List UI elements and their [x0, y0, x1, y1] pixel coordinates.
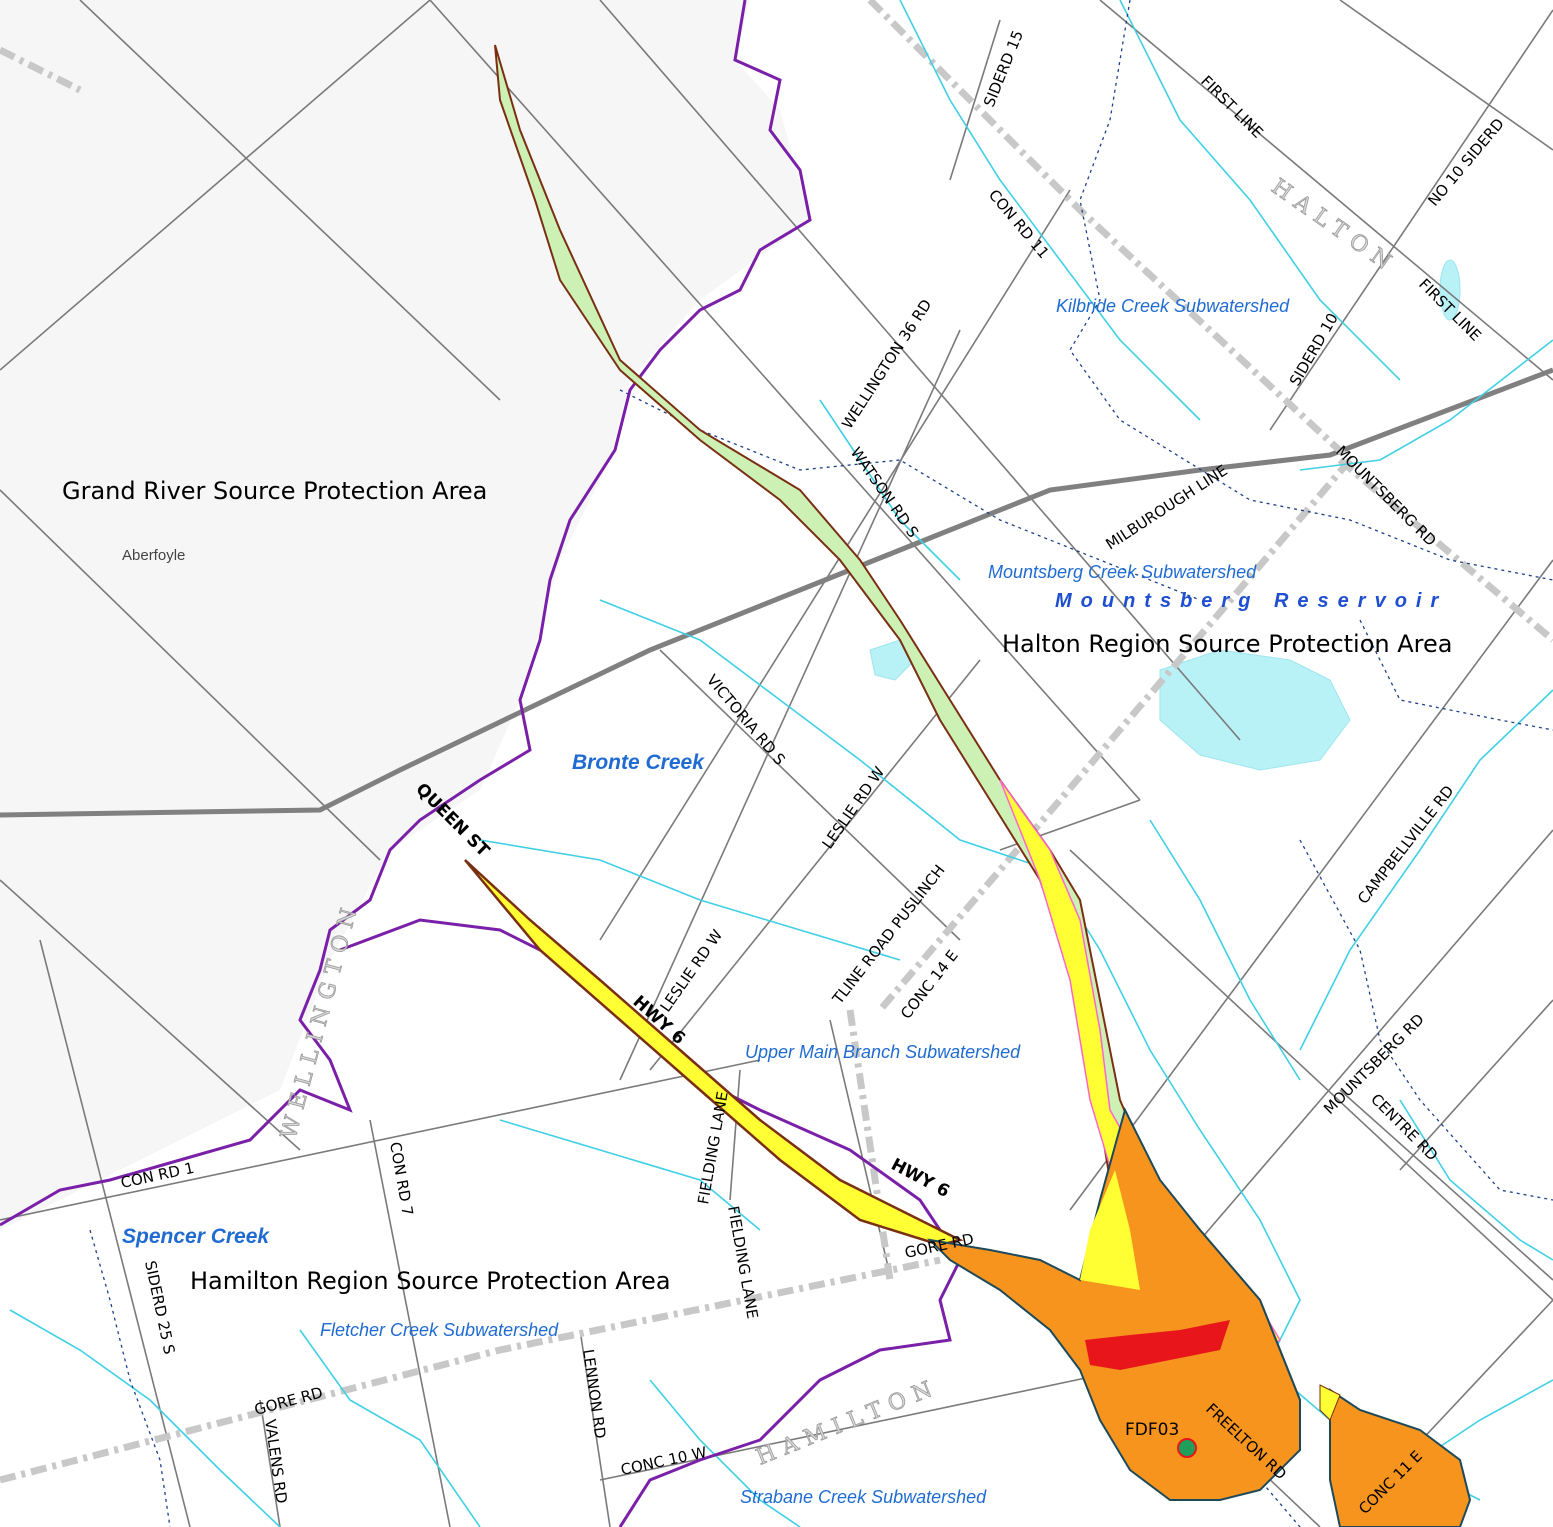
hamilton-boundary [0, 1256, 941, 1484]
zone-yellow-inner [1080, 1170, 1140, 1290]
wellhead-protection-zones [464, 44, 1472, 1527]
river [1299, 339, 1553, 471]
road [599, 189, 1071, 941]
zone-orange-secondary [1329, 1388, 1472, 1527]
road [619, 329, 961, 1081]
road [1339, 1089, 1553, 1281]
grand-river-area-tint [0, 0, 810, 1230]
river [1299, 689, 1553, 1051]
road [1069, 849, 1553, 1301]
river [1399, 1099, 1553, 1261]
road [259, 1399, 281, 1527]
river [479, 839, 901, 961]
fletcher-subwatershed-label: Fletcher Creek Subwatershed [320, 1320, 559, 1340]
highway [0, 367, 1553, 818]
road [0, 879, 301, 1151]
road [1199, 829, 1553, 1241]
kilbride-subwatershed-label: Kilbride Creek Subwatershed [1056, 296, 1290, 316]
spencer-creek-label: Spencer Creek [122, 1225, 270, 1248]
subwatershed-boundary [1359, 619, 1553, 731]
road [39, 939, 191, 1527]
road [0, 0, 431, 371]
well-label: FDF03 [1125, 1420, 1179, 1440]
river [9, 1309, 281, 1527]
mountsberg-reservoir-lake [1159, 649, 1351, 771]
grand-river-area-label: Grand River Source Protection Area [62, 477, 487, 505]
subwatershed-boundary [1299, 839, 1553, 1201]
road [1269, 9, 1553, 431]
road [949, 19, 1001, 181]
road [649, 659, 981, 1071]
road [729, 1069, 741, 1201]
strabane-subwatershed-label: Strabane Creek Subwatershed [740, 1487, 987, 1507]
aberfoyle-label: Aberfoyle [122, 547, 185, 564]
road [599, 1374, 1101, 1481]
river [499, 1119, 761, 1231]
road [599, 0, 1241, 741]
zone-yellow [999, 779, 1282, 1361]
river [299, 1329, 481, 1527]
wellington-boundary [846, 1009, 894, 1281]
bronte-creek-label: Bronte Creek [572, 751, 705, 774]
mountsberg-reservoir-label: Mountsberg Reservoir [1055, 590, 1447, 612]
road [429, 0, 1141, 801]
upper-main-subwatershed-label: Upper Main Branch Subwatershed [745, 1042, 1021, 1062]
subwatershed-boundary [89, 1229, 171, 1527]
watershed-boundary [0, 0, 812, 1227]
mountsberg-subwatershed-label: Mountsberg Creek Subwatershed [988, 562, 1257, 582]
river [1149, 819, 1301, 1081]
road [1339, 0, 1553, 151]
zone-orange-main [927, 1107, 1301, 1501]
halton-boundary [1337, 457, 1553, 643]
hamilton-area-label: Hamilton Region Source Protection Area [190, 1267, 671, 1295]
halton-boundary [877, 457, 1353, 1013]
well-marker[interactable] [1177, 1438, 1197, 1458]
wellington-boundary [0, 46, 82, 94]
small-pond [1439, 259, 1461, 321]
road [79, 0, 501, 401]
halton-boundary [867, 0, 1353, 463]
zone-yellow-secondary [1319, 1384, 1341, 1421]
river [899, 0, 1201, 421]
river [649, 1379, 801, 1527]
halton-area-label: Halton Region Source Protection Area [1002, 630, 1452, 658]
road [369, 1119, 451, 1527]
road [659, 649, 961, 941]
road [0, 1059, 761, 1221]
road [1099, 0, 1553, 381]
road [0, 489, 381, 861]
road [579, 1329, 611, 1527]
zone-brown-branch [464, 859, 964, 1247]
municipal-boundaries [0, 0, 1553, 1484]
small-pond [869, 639, 916, 681]
river [1119, 0, 1401, 381]
river [819, 399, 961, 581]
road [1069, 559, 1553, 1211]
zone-red-core [1085, 1320, 1230, 1370]
